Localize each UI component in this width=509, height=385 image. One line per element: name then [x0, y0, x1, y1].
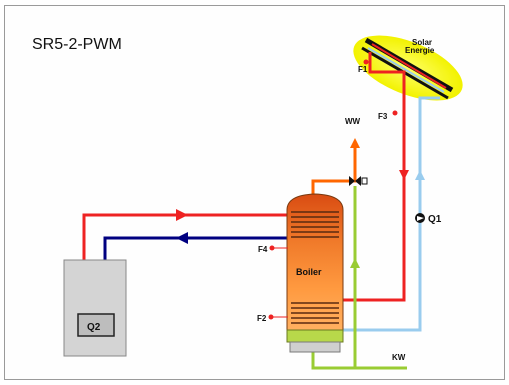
heater-return-line [103, 236, 288, 261]
collector-highlight [353, 35, 463, 101]
mixing-valve-icon [349, 176, 368, 186]
sensor-f3-icon [392, 110, 398, 116]
lower-heat-exchanger [291, 302, 339, 324]
sensor-label-f4: F4 [258, 245, 268, 254]
storage-tank [286, 193, 344, 353]
mixing-cold-arrow [350, 258, 360, 268]
collector-label-line1: Solar [412, 38, 432, 47]
heater-return-arrow [176, 232, 188, 244]
sensor-label-f3: F3 [378, 112, 388, 121]
label-ww: WW [345, 117, 361, 126]
sensor-f4-icon [269, 245, 275, 251]
sensor-f1-icon [363, 59, 369, 65]
collector-flow-down-arrow [399, 170, 409, 180]
collector-hot-line [340, 52, 406, 302]
heater-label-q2: Q2 [87, 322, 101, 333]
collector-label-line2: Energie [405, 46, 435, 55]
heater-flow-arrow [176, 209, 188, 221]
pump-label-q1: Q1 [428, 214, 442, 225]
label-kw: KW [392, 353, 406, 362]
ww-arrow [350, 138, 360, 148]
sensor-label-f1: F1 [358, 65, 368, 74]
tank-label-boiler: Boiler [296, 267, 322, 277]
diagram-title: SR5-2-PWM [32, 36, 122, 53]
heater-flow-line [82, 213, 288, 261]
sensor-label-f2: F2 [257, 314, 267, 323]
collector-flow-up-arrow [415, 170, 425, 180]
cold-water-inlet-line [311, 350, 407, 370]
heater-unit [63, 259, 127, 357]
upper-heat-exchanger [291, 211, 339, 238]
sensor-f2-icon [268, 314, 274, 320]
domestic-hot-water-line [311, 146, 357, 196]
